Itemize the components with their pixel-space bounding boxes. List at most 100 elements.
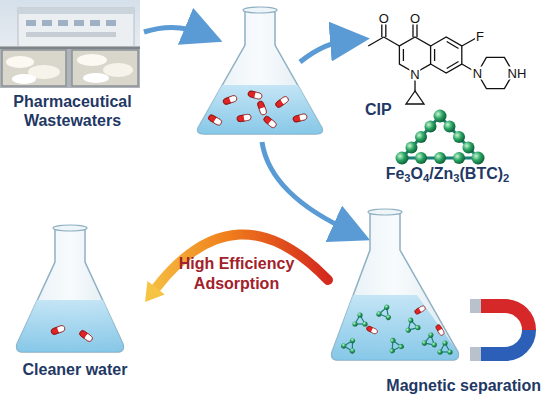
flask-wastewater-part xyxy=(243,7,277,13)
flask-clean xyxy=(17,225,124,352)
magnet-symbol-part xyxy=(470,347,481,361)
flask-adsorption-part xyxy=(376,302,395,321)
wastewater-photo-part xyxy=(0,47,140,49)
mof-icon xyxy=(396,110,485,165)
mof-icon-part xyxy=(396,152,409,165)
wastewater-photo-part xyxy=(103,63,133,77)
cip-structure-part xyxy=(403,49,404,61)
wastewater-photo-part xyxy=(58,20,68,26)
mof-icon-part xyxy=(415,131,427,143)
flask-adsorption-part xyxy=(332,295,459,360)
magnet-symbol-part xyxy=(480,330,529,354)
atom-label: N xyxy=(472,67,483,80)
flask-adsorption-part xyxy=(368,209,402,215)
atom-label: N xyxy=(409,68,420,81)
flask-clean-part xyxy=(17,300,124,352)
subscript: 3 xyxy=(404,172,410,184)
wastewater-photo-part xyxy=(90,20,100,26)
wastewater-photo-part xyxy=(18,8,134,14)
flask-adsorption-part xyxy=(385,335,405,354)
mof-icon-part xyxy=(425,121,437,133)
flask-adsorption-part xyxy=(414,305,426,315)
flask-clean-part xyxy=(50,325,65,335)
wastewater-photo-part xyxy=(83,73,109,83)
flask-adsorption xyxy=(332,209,459,360)
wastewater-photo-part xyxy=(0,0,140,88)
node-label: Magnetic separation xyxy=(328,376,545,395)
flask-wastewater-part xyxy=(263,115,278,129)
wastewater-photo-part xyxy=(42,20,52,26)
node-label: Cleaner water xyxy=(5,360,145,379)
wastewater-photo-part xyxy=(12,74,36,84)
clean-water-node: Cleaner water xyxy=(5,222,145,400)
flask-clean-part xyxy=(79,330,94,343)
mof-icon-part xyxy=(463,142,475,154)
flask-adsorption-part xyxy=(332,212,459,360)
cip-structure-part xyxy=(447,42,459,49)
cip-structure-part xyxy=(368,37,384,46)
subscript: 3 xyxy=(453,172,459,184)
flask-adsorption-part xyxy=(403,316,421,334)
node-label: CIP xyxy=(355,100,545,119)
magnet-symbol xyxy=(470,306,529,354)
wastewater-photo-part xyxy=(72,50,138,86)
arrow-head xyxy=(145,281,165,302)
adsorbent-node: Fe3O4/Zn3(BTC)2 xyxy=(350,110,545,192)
mof-icon-part xyxy=(453,152,465,164)
wastewater-photo-part xyxy=(0,46,140,88)
flask-wastewater xyxy=(198,7,323,134)
wastewater-photo-part xyxy=(18,8,134,50)
cip-structure xyxy=(368,19,513,104)
flask-adsorption-part xyxy=(340,335,360,355)
subscript: 4 xyxy=(423,172,429,184)
separation-node: Magnetic separation xyxy=(328,210,545,405)
edge-label: High Efficiency Adsorption xyxy=(171,254,303,294)
atom-label: O xyxy=(378,12,390,25)
flask-adsorption-part xyxy=(366,325,378,334)
cip-structure-part xyxy=(406,91,424,104)
flask-adsorption-part xyxy=(352,312,367,326)
mof-icon-part xyxy=(472,152,485,165)
wastewater-photo-part xyxy=(6,56,34,68)
cip-structure-part xyxy=(434,49,435,61)
wastewater-photo-part xyxy=(26,32,116,37)
flask-wastewater-part xyxy=(257,100,267,115)
magnet-symbol-part xyxy=(470,299,481,313)
process-arrows-part xyxy=(144,27,204,34)
photo-node: Pharmaceutical Wastewaters xyxy=(0,0,145,132)
flask-clean-part xyxy=(17,228,124,352)
flask-adsorption-part xyxy=(437,340,452,354)
flask-adsorption-part xyxy=(435,324,445,336)
wastewater-photo-part xyxy=(77,54,107,66)
mof-icon-part xyxy=(453,131,465,143)
magnet-symbol-part xyxy=(480,306,529,330)
flask-wastewater-part xyxy=(237,114,252,122)
mof-icon-part xyxy=(406,142,418,154)
cip-structure-part xyxy=(447,62,459,69)
wastewater-photo-part xyxy=(74,20,84,26)
wastewater-photo-part xyxy=(26,20,36,26)
flask-wastewater-part xyxy=(292,113,307,122)
atom-label: NH xyxy=(507,67,528,80)
atom-label: F xyxy=(475,30,485,43)
node-label: Fe3O4/Zn3(BTC)2 xyxy=(350,164,545,185)
subscript: 2 xyxy=(503,172,509,184)
flask-adsorption-part xyxy=(421,331,438,348)
flask-wastewater-part xyxy=(198,10,323,134)
atom-label: O xyxy=(409,12,421,25)
process-arrows-part xyxy=(262,142,352,232)
mof-icon-part xyxy=(444,121,456,133)
flask-clean-part xyxy=(53,225,87,231)
wastewater-photo-part xyxy=(106,20,116,26)
flask-wastewater-part xyxy=(198,85,323,134)
wastewater-photo xyxy=(0,0,140,88)
flask-wastewater-part xyxy=(275,96,290,109)
mof-icon-part xyxy=(434,110,447,123)
flask-wastewater-part xyxy=(207,114,222,126)
cip-structure-part xyxy=(384,37,400,46)
